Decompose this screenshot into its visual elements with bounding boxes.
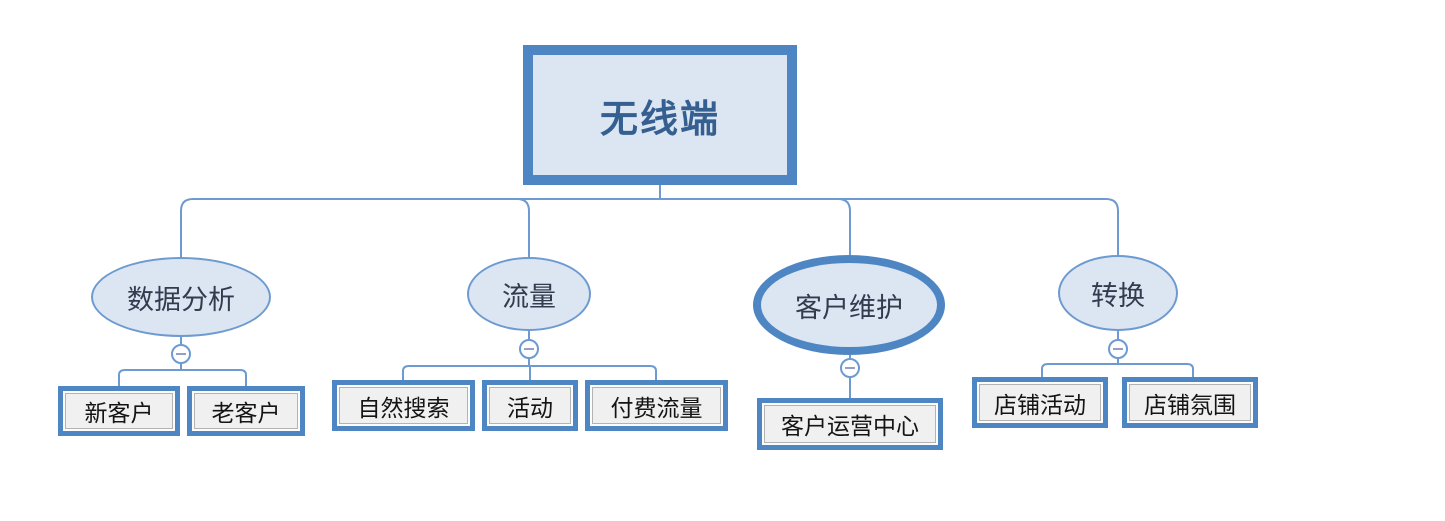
- branch-label: 客户维护: [795, 292, 903, 323]
- node-leaf-shop-atmosphere[interactable]: 店铺氛围: [1122, 377, 1258, 428]
- leaf-label: 自然搜索: [357, 394, 450, 421]
- node-leaf-new-customers[interactable]: 新客户: [58, 386, 180, 436]
- node-leaf-activity[interactable]: 活动: [482, 380, 578, 431]
- connector-top-rail: [180, 198, 1119, 257]
- leaf-label: 店铺氛围: [1144, 391, 1236, 418]
- node-root-label: 无线端: [599, 98, 720, 141]
- leaf-label: 新客户: [84, 400, 154, 426]
- node-leaf-customer-operation-center[interactable]: 客户运营中心: [757, 398, 943, 450]
- leaf-label: 活动: [507, 394, 553, 421]
- node-leaf-shop-activity[interactable]: 店铺活动: [972, 377, 1108, 428]
- connector-drop-traffic: [516, 198, 530, 257]
- node-leaf-organic-search[interactable]: 自然搜索: [332, 380, 475, 431]
- node-leaf-paid-traffic[interactable]: 付费流量: [585, 380, 728, 431]
- node-branch-conversion[interactable]: 转换: [1058, 255, 1178, 331]
- collapse-icon[interactable]: [840, 358, 860, 378]
- branch-label: 流量: [502, 281, 556, 312]
- connector-b4-rail: [1041, 363, 1194, 377]
- connector-b1-rail: [118, 369, 247, 386]
- branch-label: 数据分析: [127, 284, 235, 315]
- collapse-icon[interactable]: [171, 344, 191, 364]
- node-branch-traffic[interactable]: 流量: [467, 257, 591, 331]
- collapse-icon[interactable]: [519, 339, 539, 359]
- leaf-label: 店铺活动: [994, 391, 1086, 418]
- branch-label: 转换: [1091, 280, 1145, 311]
- leaf-label: 客户运营中心: [781, 413, 919, 439]
- connector-drop-customer: [837, 198, 851, 255]
- collapse-icon[interactable]: [1108, 339, 1128, 359]
- node-branch-customer-maintenance[interactable]: 客户维护: [753, 255, 945, 355]
- leaf-label: 付费流量: [610, 394, 703, 421]
- node-leaf-old-customers[interactable]: 老客户: [187, 386, 305, 436]
- leaf-label: 老客户: [211, 400, 281, 426]
- node-branch-data-analysis[interactable]: 数据分析: [91, 257, 271, 337]
- node-root[interactable]: 无线端: [523, 45, 797, 185]
